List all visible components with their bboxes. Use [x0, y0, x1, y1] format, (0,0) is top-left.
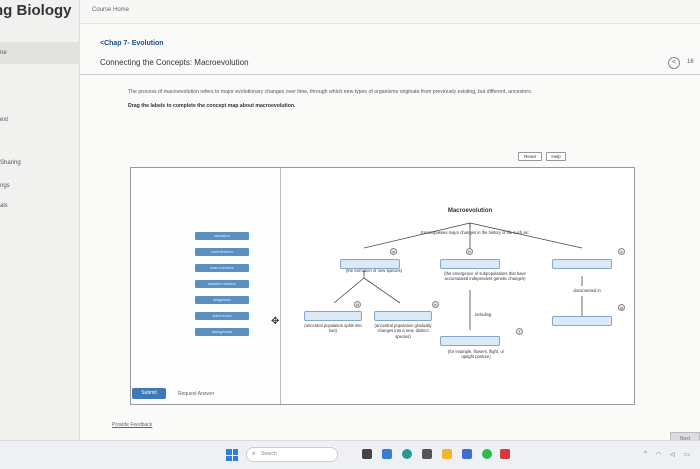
submit-button[interactable]: Submit: [132, 388, 166, 399]
concept-map: Macroevolution Encompasses major changes…: [282, 168, 635, 404]
help-button[interactable]: Help: [546, 152, 566, 161]
chevron-left-icon: <: [671, 59, 677, 66]
letter-badge: b: [466, 248, 473, 255]
search-icon: ⌕: [252, 451, 256, 457]
reset-button[interactable]: Reset: [518, 152, 542, 161]
divider: [80, 74, 700, 75]
instruction-task: Drag the labels to complete the concept …: [128, 103, 296, 109]
request-answer-link[interactable]: Request Answer: [178, 391, 215, 397]
main-content: <Chap 7- Evolution Connecting the Concep…: [80, 24, 700, 440]
draggable-label[interactable]: adaptive radiation: [195, 280, 249, 288]
sidebar-item-tools[interactable]: als: [0, 203, 8, 209]
sidebar: ng Biology ne ext Sharing ngs als: [0, 0, 80, 440]
sidebar-active-highlight: [0, 42, 80, 64]
drop-target-a[interactable]: [340, 259, 400, 269]
course-home-link[interactable]: Course Home: [92, 7, 130, 13]
node-b-link: including: [474, 312, 492, 317]
letter-badge: e: [432, 301, 439, 308]
breadcrumb[interactable]: <Chap 7- Evolution: [100, 40, 164, 47]
tray-chevron-icon[interactable]: ^: [644, 451, 647, 457]
instruction-text: The process of macroevolution refers to …: [128, 89, 533, 95]
sidebar-item-settings[interactable]: ngs: [0, 183, 10, 189]
sidebar-item-sharing[interactable]: Sharing: [0, 160, 21, 166]
browser-icon[interactable]: [382, 449, 392, 459]
connector-lines: [333, 222, 583, 330]
taskbar-search-placeholder: Search: [261, 451, 277, 457]
node-f-description: (for example, flowers, flight, or uprigh…: [447, 349, 505, 360]
draggable-label[interactable]: speciation: [195, 232, 249, 240]
draggable-label[interactable]: cladogenesis: [195, 328, 249, 336]
node-e-description: (ancestral population gradually changes …: [374, 323, 432, 339]
drop-target-d[interactable]: [304, 311, 362, 321]
sidebar-item-home[interactable]: ne: [0, 50, 7, 56]
node-b-description: (the emergence of subpopulations that ha…: [444, 271, 526, 282]
battery-icon[interactable]: ▭: [684, 452, 690, 458]
root-node: Macroevolution: [447, 208, 493, 214]
draggable-label[interactable]: mass extinction: [195, 264, 249, 272]
top-bar: Course Home: [80, 0, 700, 24]
course-brand[interactable]: ng Biology: [0, 2, 72, 19]
edge-icon[interactable]: [402, 449, 412, 459]
root-link-text: Encompasses major changes in the history…: [421, 230, 529, 235]
letter-badge: d: [354, 301, 361, 308]
node-d-description: (ancestral population splits into two): [304, 323, 362, 334]
task-view-icon[interactable]: [362, 449, 372, 459]
draggable-label[interactable]: anagenesis: [195, 296, 249, 304]
letter-badge: g: [618, 304, 625, 311]
taskbar: ⌕ Search ^ ◠ ◁ ▭: [0, 440, 700, 469]
provide-feedback-link[interactable]: Provide Feedback: [112, 422, 153, 428]
taskbar-search[interactable]: ⌕ Search: [246, 447, 338, 462]
wifi-icon[interactable]: ◠: [656, 452, 662, 458]
node-c-link: documented in: [573, 288, 601, 293]
letter-badge: c: [618, 248, 625, 255]
drop-target-b[interactable]: [440, 259, 500, 269]
page-title: Connecting the Concepts: Macroevolution: [100, 58, 249, 67]
label-bank: speciation novel features mass extinctio…: [131, 168, 281, 404]
mail-icon[interactable]: [462, 449, 472, 459]
chrome-icon[interactable]: [482, 449, 492, 459]
drop-target-f[interactable]: [440, 336, 500, 346]
draggable-label[interactable]: novel features: [195, 248, 249, 256]
windows-start-icon[interactable]: [226, 449, 238, 461]
drop-target-c[interactable]: [552, 259, 612, 269]
drop-target-e[interactable]: [374, 311, 432, 321]
concept-map-frame: speciation novel features mass extinctio…: [130, 167, 635, 405]
store-icon[interactable]: [422, 449, 432, 459]
page-number: 16: [687, 59, 694, 65]
file-explorer-icon[interactable]: [442, 449, 452, 459]
letter-badge: a: [390, 248, 397, 255]
volume-icon[interactable]: ◁: [670, 452, 675, 458]
letter-badge: f: [516, 328, 523, 335]
previous-page-button[interactable]: <: [668, 57, 680, 69]
node-a-description: (the formation of new species): [345, 268, 403, 273]
app-icon[interactable]: [500, 449, 510, 459]
move-cursor-icon: ✥: [271, 316, 280, 327]
drop-target-g[interactable]: [552, 316, 612, 326]
draggable-label[interactable]: fossil record: [195, 312, 249, 320]
sidebar-item-text[interactable]: ext: [0, 117, 9, 123]
